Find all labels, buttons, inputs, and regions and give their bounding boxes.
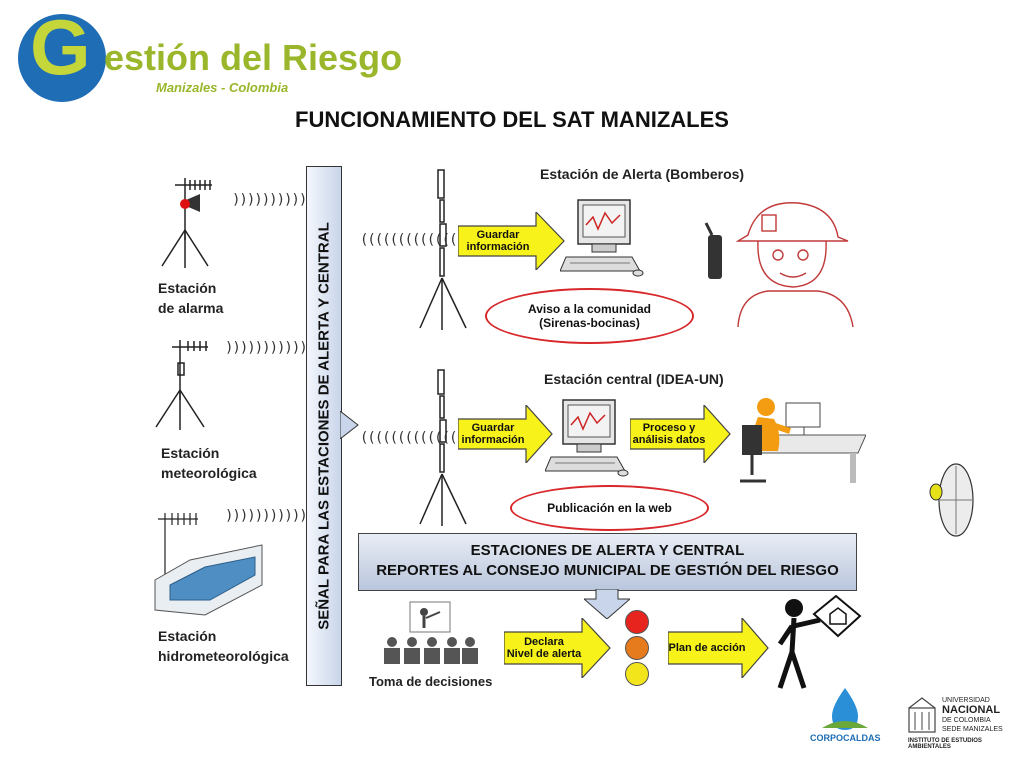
alert-community-bubble: Aviso a la comunidad(Sirenas-bocinas): [485, 288, 694, 344]
hydro-station-icon: [154, 513, 263, 616]
weather-signal-waves: ))))))))))))): [225, 340, 323, 356]
alert-incoming-waves: ((((((((((((((: [360, 232, 465, 248]
analyst-at-desk-icon: [740, 398, 866, 483]
web-publication-bubble: Publicación en la web: [510, 485, 709, 531]
central-incoming-waves: ((((((((((((((: [360, 430, 465, 446]
signal-bar-label: SEÑAL PARA LAS ESTACIONES DE ALERTA Y CE…: [315, 222, 333, 630]
signal-bar: SEÑAL PARA LAS ESTACIONES DE ALERTA Y CE…: [306, 166, 342, 686]
alert-antenna-icon: [419, 169, 467, 330]
central-station-title: Estación central (IDEA-UN): [544, 371, 724, 387]
logo-subtitle: Manizales - Colombia: [156, 80, 289, 95]
corpocaldas-name: CORPOCALDAS: [810, 733, 881, 743]
report-line-2: REPORTES AL CONSEJO MUNICIPAL DE GESTIÓN…: [376, 562, 839, 579]
person-with-sign-icon: [777, 594, 862, 689]
report-box: ESTACIONES DE ALERTA Y CENTRAL REPORTES …: [358, 533, 857, 591]
logo-text: estión del Riesgo: [104, 37, 403, 78]
alert-computer-icon: [560, 199, 644, 277]
corpocaldas-logo-icon: [822, 688, 868, 730]
alert-light-red: [625, 610, 649, 634]
diagram-title: FUNCIONAMIENTO DEL SAT MANIZALES: [295, 107, 729, 132]
logo-circle: [18, 14, 106, 102]
logo-letter: G: [30, 3, 91, 91]
decision-label: Toma de decisiones: [369, 674, 493, 689]
alarm-station-icon: [161, 178, 212, 268]
unal-text: UNIVERSIDAD NACIONAL DE COLOMBIA SEDE MA…: [942, 697, 1003, 733]
alert-light-orange: [625, 636, 649, 660]
alert-station-title: Estación de Alerta (Bomberos): [540, 166, 745, 182]
report-line-1: ESTACIONES DE ALERTA Y CENTRAL: [470, 542, 745, 559]
firefighter-icon: [704, 202, 854, 328]
report-down-arrow: [584, 589, 630, 619]
action-plan-arrow: Plan de acción: [668, 618, 770, 678]
unal-crest-icon: [908, 697, 936, 733]
meeting-icon: [384, 601, 478, 664]
alert-light-yellow: [625, 662, 649, 686]
weather-station-icon: [155, 340, 208, 430]
central-antenna-icon: [419, 369, 467, 526]
hydro-signal-waves: ))))))))))))): [225, 508, 323, 524]
unal-institute: INSTITUTO DE ESTUDIOS AMBIENTALES: [908, 738, 982, 750]
alarm-signal-waves: ))))))))))))): [232, 192, 330, 208]
signal-bar-arrow: [340, 411, 359, 439]
central-computer-icon: [545, 399, 629, 477]
satellite-dish-icon: [929, 463, 974, 537]
